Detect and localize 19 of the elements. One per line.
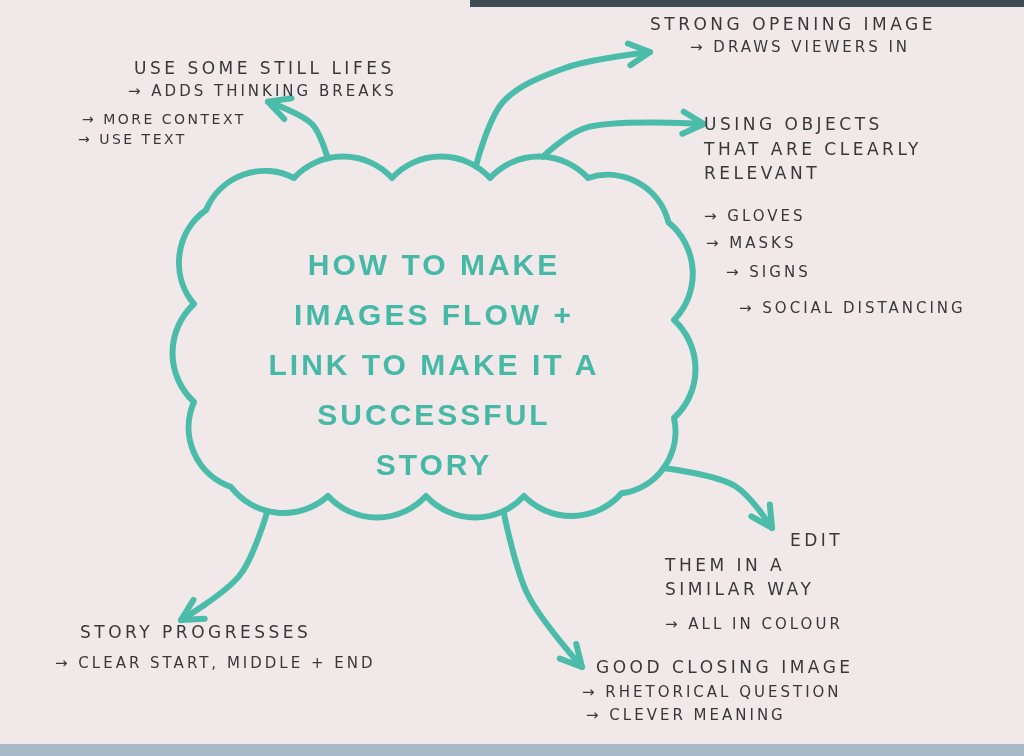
- bullet-note: → MORE CONTEXT: [82, 110, 246, 129]
- bullet-note: → SIGNS: [726, 261, 811, 283]
- note-heading: GOOD CLOSING IMAGE: [596, 656, 854, 679]
- bullet-note: → CLEAR START, MIDDLE + END: [55, 652, 376, 674]
- central-topic: HOW TO MAKE IMAGES FLOW + LINK TO MAKE IT A SUCCESSFUL STORY: [267, 247, 601, 483]
- bullet-note: → DRAWS VIEWERS IN: [690, 36, 911, 58]
- note-heading: USING OBJECTS THAT ARE CLEARLY RELEVANT: [704, 113, 923, 186]
- note-heading: EDIT THEM IN A SIMILAR WAY: [665, 529, 845, 602]
- note-heading: STORY PROGRESSES: [80, 621, 312, 644]
- bullet-note: → GLOVES: [704, 205, 806, 227]
- bullet-note: → RHETORICAL QUESTION: [582, 681, 842, 703]
- bullet-note: → SOCIAL DISTANCING: [739, 297, 966, 319]
- bullet-note: → USE TEXT: [78, 130, 187, 149]
- note-heading: STRONG OPENING IMAGE: [650, 13, 936, 36]
- bullet-note: → ADDS THINKING BREAKS: [128, 80, 397, 102]
- bullet-note: → MASKS: [706, 232, 797, 254]
- bullet-note: → CLEVER MEANING: [586, 704, 786, 726]
- note-heading: USE SOME STILL LIFES: [134, 57, 395, 80]
- bullet-note: → ALL IN COLOUR: [665, 613, 843, 635]
